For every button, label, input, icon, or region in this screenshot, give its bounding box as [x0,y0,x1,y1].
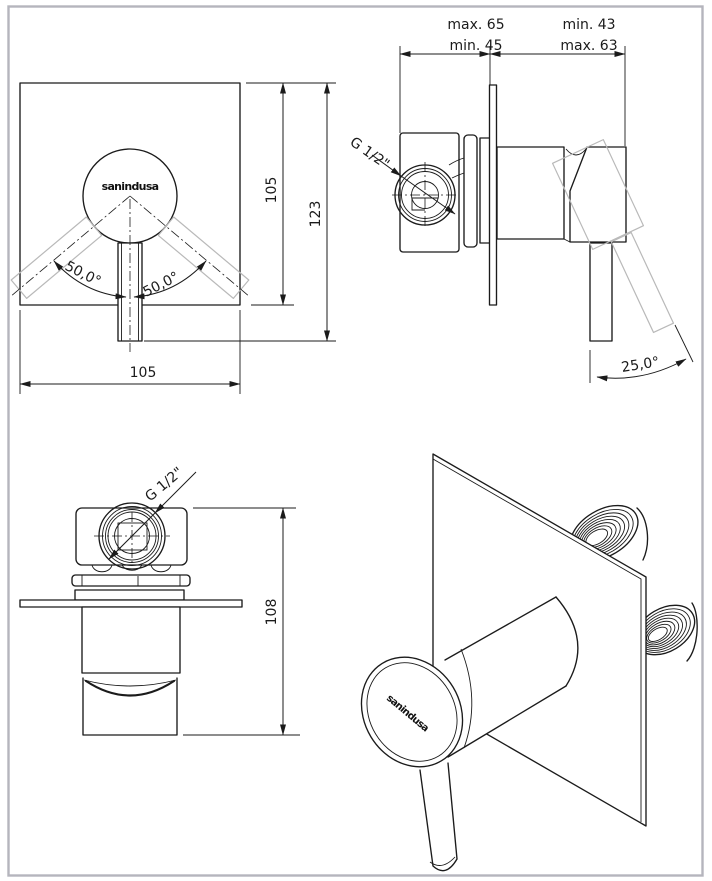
cylinder-plate-intersection [555,596,579,687]
knob-taper-curve [565,148,587,156]
knob-cylinder-top [81,606,181,674]
dim-body-height: 108 [264,599,280,626]
cylinder-silhouette-top [444,596,557,661]
stem-square [117,522,148,551]
knob-side [569,146,627,243]
sheet-border [7,5,704,877]
angle-arc-right [133,260,207,300]
angle-label-25deg: 25,0° [620,354,660,376]
front-view: 50,0° 50,0° sanindusa 105 105 123 [9,82,336,394]
wall-plate-side [488,84,498,306]
mounting-flange [463,134,478,248]
knob-cylinder-fill [445,597,578,757]
top-view: G 1/2" 108 [19,464,300,736]
phantom-knob-rotated [551,139,675,334]
thread-label-side: G 1/2" [347,134,392,173]
escutcheon-base [71,574,191,587]
brand-logo-front: sanindusa [102,180,159,193]
inlet-boss-lower [634,604,696,656]
dim-front-depth-max: max. 63 [560,38,617,54]
dim-plate-width: 105 [130,365,157,381]
knob-cap-seam [460,648,473,749]
handle-iso [419,762,458,872]
phantom-handle-25deg [610,231,675,334]
dim-plate-height: 105 [264,177,280,204]
side-view: max. 65 min. 45 min. 43 max. 63 [347,17,694,383]
ext-line [674,324,694,363]
mounting-feet [91,564,172,573]
dim-behind-wall-min: min. 45 [449,38,502,54]
escutcheon-ring [74,589,185,601]
leader-line [108,512,156,560]
handle-side [589,242,613,342]
cartridge-housing-side [496,146,565,240]
dim-total-height: 123 [308,201,324,228]
wall-plate-thickness [432,458,642,822]
angle-arc-25deg [596,358,687,382]
knob-face-rim [366,662,458,762]
leader-line [154,471,197,514]
knob-face-iso [360,656,464,768]
wall-plate-top [19,599,243,608]
inlet-boss-lower-side [686,602,698,662]
handle-cap-seam [429,856,456,866]
valve-body-side [399,132,460,253]
leader-line [371,154,402,177]
cylinder-silhouette-bottom [447,685,567,758]
dim-behind-wall-max: max. 65 [447,17,504,33]
leader-line [400,175,456,215]
centerline-left-50deg [9,195,131,298]
lever-curve [84,679,176,697]
lever-top [82,677,178,736]
inlet-boss-upper-side [636,507,649,561]
centerline-right-50deg [129,195,251,298]
thread-label-top: G 1/2" [142,464,186,505]
isometric-view: sanindusa [360,453,698,872]
dim-front-depth-min: min. 43 [562,17,615,33]
angle-arc-left [53,260,127,300]
neck-lines [448,157,465,179]
